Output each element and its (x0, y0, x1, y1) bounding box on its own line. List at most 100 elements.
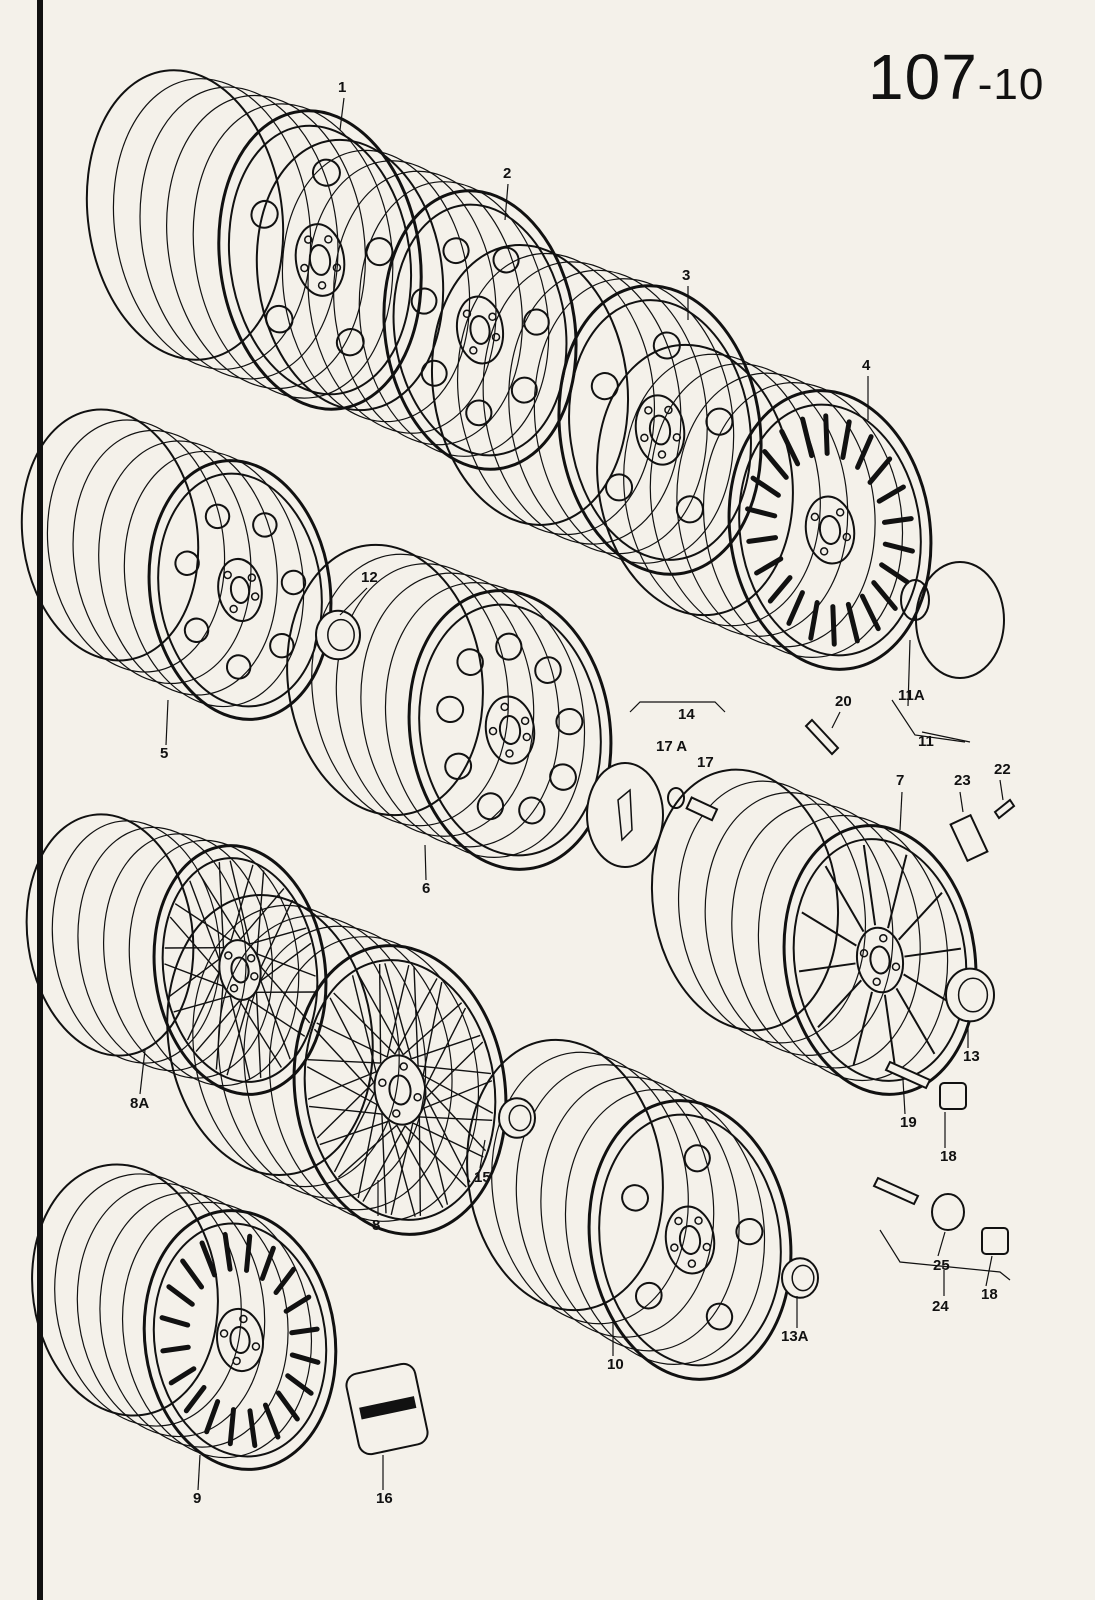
rim-flange (161, 857, 319, 1083)
mesh-spoke (260, 942, 312, 982)
bolt-hole (687, 1259, 697, 1268)
valve-20 (804, 718, 840, 756)
wheel-slot (745, 506, 778, 519)
rim-front (292, 944, 508, 1236)
callout-7: 7 (896, 772, 904, 789)
wheel-slot (800, 416, 815, 459)
callout-12: 12 (361, 569, 378, 586)
mesh-spoke (404, 1125, 467, 1188)
rim-front (142, 1209, 338, 1471)
rim-back (31, 1163, 219, 1417)
wheel-opening (465, 399, 493, 427)
rim-front (407, 589, 613, 871)
hub-cap-13a (781, 1257, 819, 1299)
bolt-hole (251, 1342, 261, 1351)
bolt-hole (835, 508, 845, 517)
wheel-slot (779, 428, 801, 467)
rim-back (85, 69, 285, 361)
wheel-opening (269, 633, 295, 659)
mesh-spoke (333, 1093, 375, 1173)
mesh-spoke (260, 966, 311, 1024)
seal-ring-11a (900, 579, 930, 621)
wheel-slot (808, 600, 820, 641)
bolt-hole (229, 983, 239, 993)
callout-20: 20 (835, 693, 852, 710)
wheel-spoke (904, 947, 962, 958)
bolt-hole (399, 1062, 408, 1071)
bolt-hole (324, 235, 333, 244)
leader-line (197, 1454, 201, 1491)
wheel-opening (555, 708, 584, 736)
leader-line (339, 587, 368, 616)
rim-flange (152, 1222, 328, 1458)
hub-cap-12 (315, 609, 361, 661)
wheel-spoke (798, 962, 856, 973)
rim-bead-line (335, 563, 535, 837)
mesh-spoke (173, 995, 231, 1013)
hub (634, 394, 686, 466)
bolt-hole (488, 726, 498, 736)
rim-bead-line (333, 170, 523, 446)
mesh-spoke (357, 1104, 378, 1199)
hub (484, 695, 536, 765)
wheel-drawings (20, 69, 978, 1471)
callout-4: 4 (862, 357, 871, 374)
wheel-opening (534, 656, 562, 684)
bolt-hole (505, 749, 514, 758)
center-bore (229, 1326, 251, 1354)
wheel-opening (590, 372, 619, 401)
weight-23 (949, 813, 989, 863)
callout-5: 5 (160, 745, 168, 762)
rim-bead-line (217, 915, 427, 1199)
wheel-opening (280, 569, 307, 596)
center-bore (469, 315, 491, 345)
bolt-hole (219, 1329, 229, 1338)
callout-16: 16 (376, 1490, 393, 1507)
bolt-hole (239, 1314, 248, 1324)
rim-bead-line (72, 429, 252, 685)
wheel-10 (466, 1038, 793, 1381)
bolt-hole (469, 346, 478, 355)
rim-flange (568, 299, 752, 561)
mesh-spoke (168, 958, 220, 998)
callout-9: 9 (193, 1490, 201, 1507)
rim-bead-line (166, 94, 366, 390)
bolt-hole (250, 592, 260, 601)
rim-bead-line (677, 780, 867, 1044)
rim-back (255, 138, 445, 412)
valve-cap-22 (993, 798, 1016, 820)
wheel-slot (746, 535, 779, 544)
rim-bead-line (128, 839, 300, 1087)
trim-ring-11 (915, 561, 1005, 679)
wheel-slot (273, 1266, 297, 1295)
wheel-opening (252, 512, 278, 538)
mesh-spoke (356, 972, 404, 1056)
rim-bead-line (384, 582, 586, 858)
mesh-spoke (410, 1034, 481, 1060)
wheel-slot (754, 556, 784, 576)
rim-bead-line (540, 1076, 740, 1352)
wheel-spoke (824, 865, 865, 933)
mesh-spoke (195, 1000, 241, 1053)
wheel-slot (767, 575, 793, 604)
wheel-slot (762, 449, 789, 480)
wheel-3 (430, 244, 763, 576)
rim-flange (303, 959, 497, 1221)
bolt-hole (842, 532, 852, 542)
rim-bead-line (456, 252, 656, 536)
rim-bead-line (757, 814, 949, 1082)
callout-8: 8 (372, 1217, 380, 1234)
cap-face (327, 618, 355, 652)
wheel-slot (881, 516, 914, 525)
wheel-4 (596, 343, 933, 671)
wheel-opening (605, 473, 634, 502)
rim-back (430, 244, 630, 526)
callout-1: 1 (338, 79, 346, 96)
lock-nut-18 (981, 1227, 1009, 1255)
bolt-hole (810, 512, 820, 522)
wheel-opening (652, 331, 681, 360)
bolt-hole (702, 1242, 712, 1252)
callout-17: 17 (697, 754, 714, 771)
wheel-opening (436, 695, 465, 724)
rim-bead-line (702, 382, 904, 658)
